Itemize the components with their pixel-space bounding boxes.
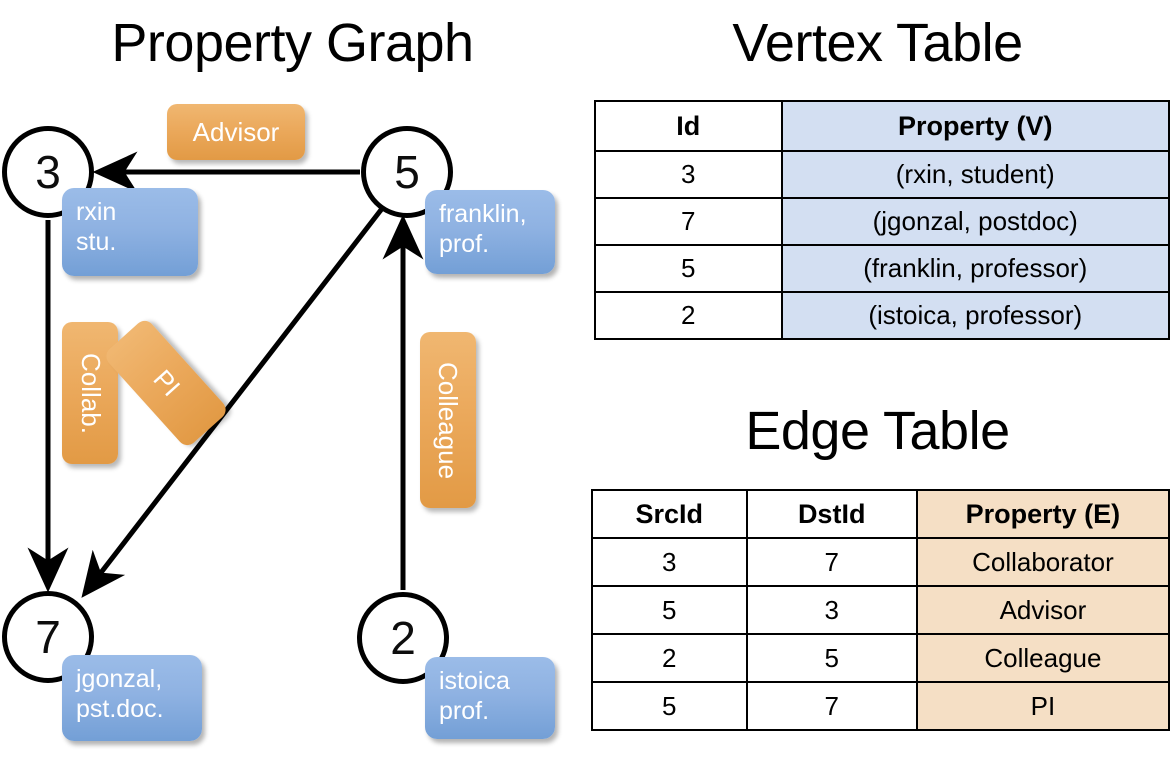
edge-table-cell-srcid: 5 — [591, 681, 748, 731]
edge-table-cell-dstid: 7 — [745, 537, 918, 587]
edge-table-cell-property: Colleague — [915, 633, 1170, 683]
vertex-table-cell-property: (jgonzal, postdoc) — [780, 197, 1170, 246]
vertex-property-box-jgonzal: jgonzal, pst.doc. — [62, 655, 202, 741]
edge-label-colleague: Colleague — [420, 332, 476, 508]
vertex-table-header-id: Id — [594, 100, 783, 152]
vertex-property-franklin-line1: franklin, — [439, 200, 527, 228]
graph-edge-lines — [27, 151, 424, 598]
edge-table-header-dstid: DstId — [745, 489, 918, 539]
table-row: 2 5 Colleague — [591, 633, 1170, 683]
vertex-property-rxin-line2: stu. — [76, 227, 117, 256]
property-graph-diagram: 3 5 7 2 rxin stu. franklin, prof. jgonza… — [2, 104, 555, 741]
vertex-table-cell-id: 2 — [594, 291, 783, 340]
edge-label-collab-text: Collab. — [75, 352, 106, 434]
vertex-property-box-istoica: istoica prof. — [425, 657, 555, 739]
edge-label-colleague-text: Colleague — [433, 361, 464, 479]
vertex-table-cell-property: (istoica, professor) — [780, 291, 1170, 340]
table-row: 5 7 PI — [591, 681, 1170, 731]
vertex-property-jgonzal-line2: pst.doc. — [76, 694, 164, 723]
table-row: 2 (istoica, professor) — [594, 291, 1170, 340]
table-row: 3 7 Collaborator — [591, 537, 1170, 587]
graph-vertex-2-label: 2 — [390, 612, 416, 664]
vertex-table-cell-property: (rxin, student) — [780, 150, 1170, 199]
edge-table-cell-srcid: 5 — [591, 585, 748, 635]
graph-vertex-5-label: 5 — [394, 146, 420, 198]
vertex-table-cell-id: 7 — [594, 197, 783, 246]
vertex-property-box-rxin: rxin stu. — [62, 188, 198, 276]
edge-table-cell-srcid: 2 — [591, 633, 748, 683]
edge-table-cell-property: Advisor — [915, 585, 1170, 635]
vertex-table-cell-property: (franklin, professor) — [780, 244, 1170, 293]
table-row: 3 (rxin, student) — [594, 150, 1170, 199]
edge-table-cell-dstid: 3 — [745, 585, 918, 635]
page-title-edge-table: Edge Table — [745, 401, 1010, 461]
vertex-table: Id Property (V) 3 (rxin, student) 7 (jgo… — [594, 100, 1170, 340]
edge-table-header-srcid: SrcId — [591, 489, 748, 539]
edge-table-cell-dstid: 7 — [745, 681, 918, 731]
graph-vertex-3-label: 3 — [35, 146, 61, 198]
table-row: 5 3 Advisor — [591, 585, 1170, 635]
vertex-table-header-row: Id Property (V) — [594, 100, 1170, 152]
vertex-property-jgonzal-line1: jgonzal, — [76, 665, 163, 693]
vertex-property-rxin-line1: rxin — [76, 198, 117, 226]
page-title-property-graph: Property Graph — [111, 13, 474, 73]
vertex-property-istoica-line2: prof. — [439, 696, 490, 725]
edge-table-cell-dstid: 5 — [745, 633, 918, 683]
edge-table-header-row: SrcId DstId Property (E) — [591, 489, 1170, 539]
graph-vertex-2[interactable]: 2 — [357, 592, 449, 684]
vertex-property-box-franklin: franklin, prof. — [425, 190, 555, 274]
vertex-table-header-property: Property (V) — [780, 100, 1170, 152]
table-row: 7 (jgonzal, postdoc) — [594, 197, 1170, 246]
edge-label-advisor: Advisor — [167, 104, 305, 160]
edge-label-advisor-text: Advisor — [192, 116, 280, 147]
vertex-table-cell-id: 3 — [594, 150, 783, 199]
edge-line-pi — [81, 204, 386, 598]
edge-table-header-property: Property (E) — [915, 489, 1170, 539]
edge-table-cell-srcid: 3 — [591, 537, 748, 587]
graph-vertex-7-label: 7 — [35, 611, 61, 663]
edge-table: SrcId DstId Property (E) 3 7 Collaborato… — [591, 489, 1170, 731]
edge-label-pi-text: PI — [146, 363, 186, 402]
page-title-vertex-table: Vertex Table — [732, 13, 1023, 73]
table-row: 5 (franklin, professor) — [594, 244, 1170, 293]
edge-table-cell-property: Collaborator — [915, 537, 1170, 587]
vertex-property-istoica-line1: istoica — [439, 667, 510, 695]
vertex-property-franklin-line2: prof. — [439, 229, 490, 258]
vertex-table-cell-id: 5 — [594, 244, 783, 293]
edge-label-collab: Collab. — [62, 322, 118, 464]
edge-table-cell-property: PI — [915, 681, 1170, 731]
